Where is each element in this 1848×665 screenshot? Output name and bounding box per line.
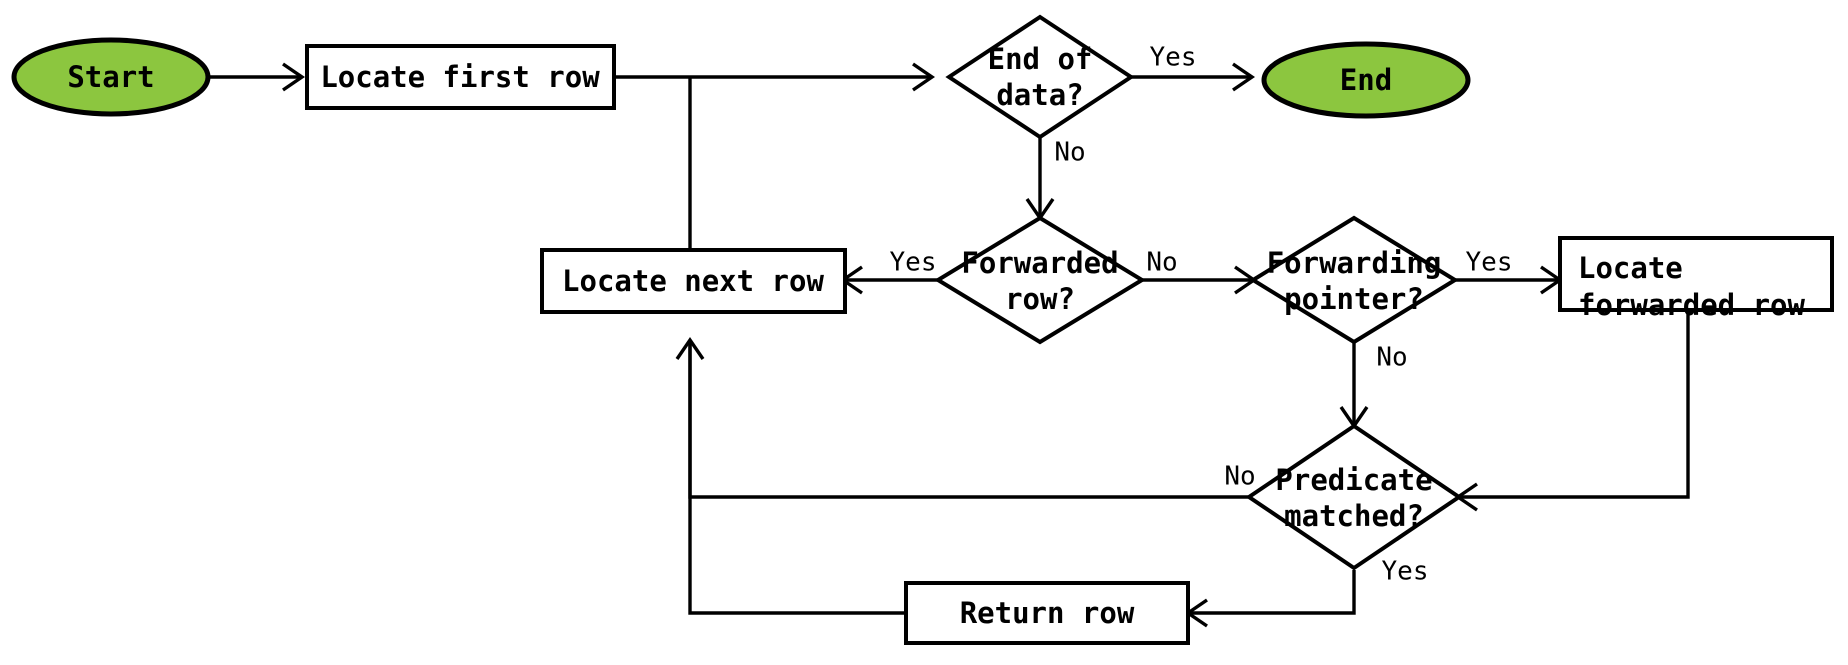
node-locate-next-row[interactable]: Locate next row	[540, 248, 847, 314]
edge-predicate-matched-no-to-locate-next-row	[675, 336, 1248, 499]
edge-label-forwarded-row-no: No	[1146, 248, 1177, 278]
edge-predicate-matched-yes-to-return-row	[1184, 570, 1356, 628]
node-locate-first-row-label: Locate first row	[320, 60, 600, 94]
node-locate-forwarded-row[interactable]: Locate forwarded row	[1558, 236, 1834, 322]
node-return-row-label: Return row	[960, 596, 1135, 630]
edge-forwarding-pointer-no-to-predicate-matched	[1339, 336, 1369, 430]
node-start[interactable]: Start	[11, 37, 211, 117]
node-forwarded-row[interactable]: Forwarded row?	[934, 215, 1146, 345]
edge-label-end-of-data-no: No	[1054, 138, 1085, 168]
node-return-row[interactable]: Return row	[904, 581, 1190, 645]
edge-label-forwarded-row-yes: Yes	[890, 248, 937, 278]
node-locate-forwarded-row-label-line1: Locate	[1578, 251, 1683, 285]
edge-locate-first-row-to-end-of-data	[614, 62, 936, 92]
node-end-of-data[interactable]: End of data?	[945, 14, 1135, 140]
edge-return-row-to-locate-next-row	[688, 344, 906, 615]
node-end-label: End	[1340, 63, 1392, 97]
node-end-of-data-label-line2: data?	[996, 78, 1083, 112]
node-forwarding-pointer-label-line1: Forwarding	[1267, 246, 1442, 280]
node-end-of-data-label-line1: End of	[988, 42, 1093, 76]
node-start-label: Start	[67, 60, 154, 94]
node-forwarding-pointer-label-line2: pointer?	[1284, 282, 1424, 316]
edge-label-forwarding-pointer-no: No	[1376, 343, 1407, 373]
edge-end-of-data-no-to-forwarded-row	[1025, 133, 1055, 222]
edge-label-predicate-matched-yes: Yes	[1382, 557, 1429, 587]
node-forwarding-pointer[interactable]: Forwarding pointer?	[1249, 215, 1459, 345]
node-predicate-matched-label-line2: matched?	[1284, 499, 1424, 533]
edge-label-end-of-data-yes: Yes	[1150, 43, 1197, 73]
node-locate-first-row[interactable]: Locate first row	[305, 44, 616, 110]
node-locate-next-row-label: Locate next row	[562, 264, 824, 298]
edge-start-to-locate-first-row	[208, 62, 306, 92]
node-predicate-matched[interactable]: Predicate matched?	[1245, 423, 1463, 571]
edge-end-of-data-yes-to-end	[1131, 62, 1256, 92]
node-predicate-matched-label-line1: Predicate	[1275, 463, 1432, 497]
node-locate-forwarded-row-label-line2: forwarded row	[1578, 288, 1806, 322]
node-end[interactable]: End	[1261, 41, 1471, 119]
node-forwarded-row-label-line1: Forwarded	[961, 246, 1118, 280]
edge-locate-forwarded-row-to-predicate-matched	[1454, 308, 1690, 512]
edge-label-predicate-matched-no: No	[1224, 462, 1255, 492]
edge-label-forwarding-pointer-yes: Yes	[1466, 248, 1513, 278]
node-forwarded-row-label-line2: row?	[1005, 282, 1075, 316]
